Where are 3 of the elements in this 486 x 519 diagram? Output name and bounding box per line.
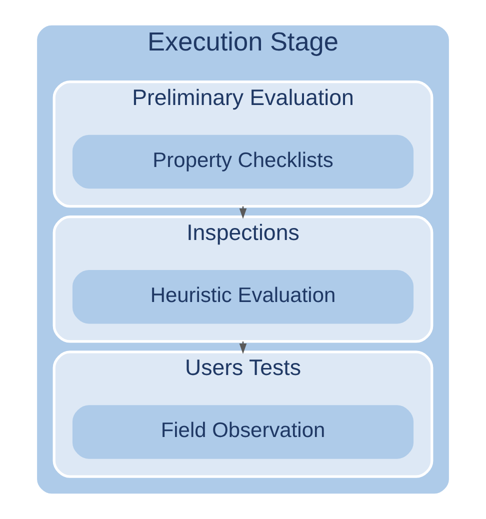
node-box: Field Observation	[72, 405, 414, 459]
node-box: Heuristic Evaluation	[72, 270, 414, 324]
node-box: Property Checklists	[72, 134, 414, 189]
